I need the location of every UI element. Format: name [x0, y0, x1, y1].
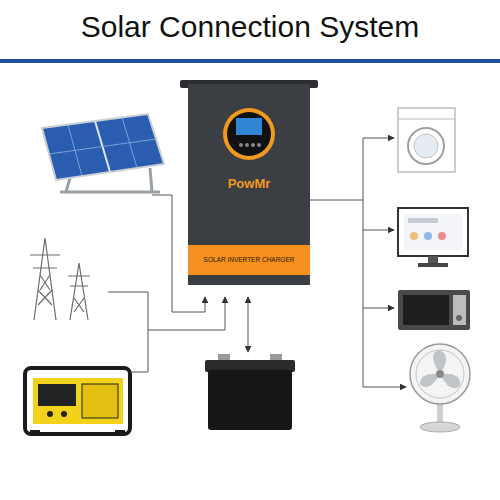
generator: [25, 368, 130, 436]
fan: [410, 344, 470, 432]
brand-logo: PowMr: [188, 176, 310, 191]
inverter-body: [180, 80, 318, 285]
diagram-title: Solar Connection System: [0, 10, 500, 44]
wiring: [108, 138, 406, 387]
header-rule: [0, 59, 500, 63]
band-label: SOLAR INVERTER CHARGER: [204, 256, 295, 263]
microwave: [398, 290, 470, 330]
label-band: SOLAR INVERTER CHARGER: [188, 245, 310, 275]
monitor: [398, 208, 468, 267]
inverter-box: PowMrSOLAR INVERTER CHARGER: [188, 84, 310, 285]
battery: [205, 354, 295, 430]
power-tower: [30, 238, 90, 320]
solar-panel: [42, 114, 164, 192]
washing-machine: [398, 108, 455, 172]
